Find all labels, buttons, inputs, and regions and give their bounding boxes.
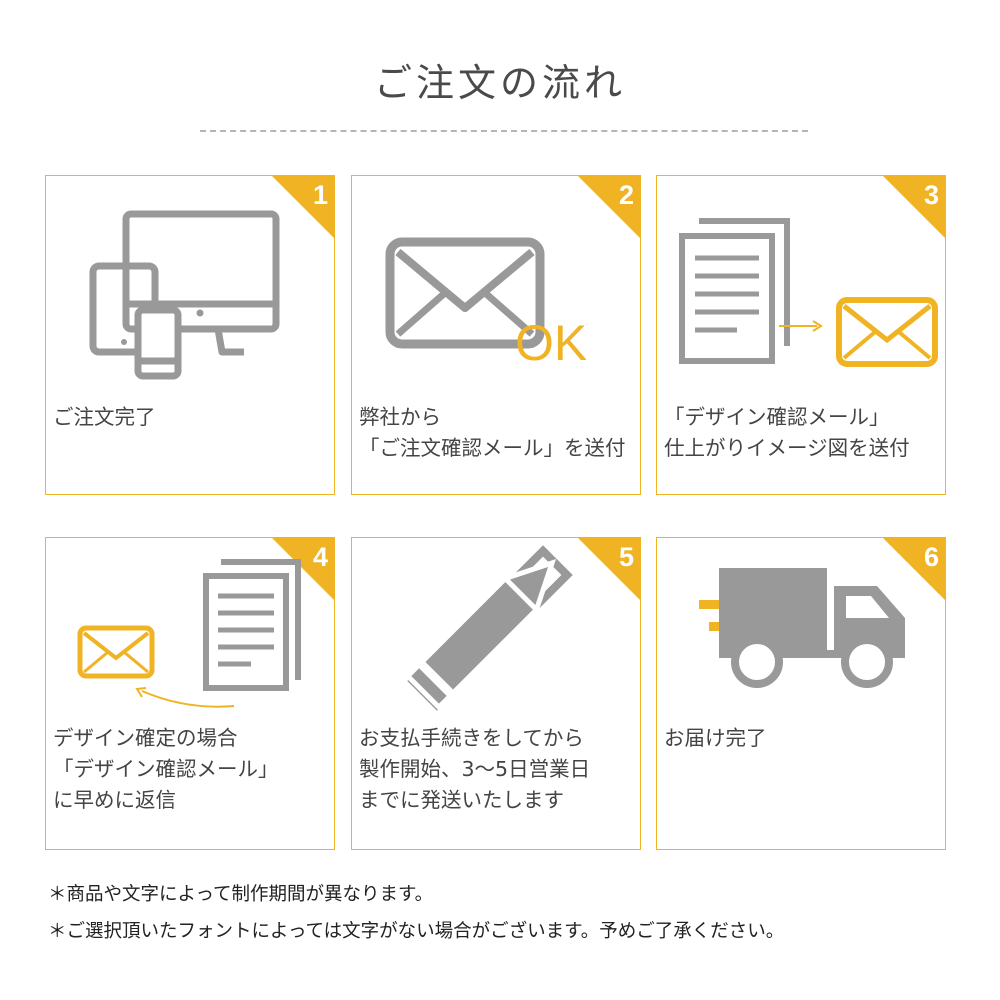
mail-ok-icon: OK — [385, 237, 587, 371]
devices-icon — [89, 210, 280, 380]
step-text-line: 「デザイン確認メール」 — [53, 757, 279, 781]
step-text-line: ご注文完了 — [53, 405, 156, 429]
step-text-line: 弊社から — [359, 405, 441, 429]
step-card-1: 1 ご注文完了 — [45, 175, 335, 495]
delivery-truck-icon — [699, 568, 905, 688]
step-card-2: 2 OK 弊社から 「ご注文確認メール」を送付 — [351, 175, 641, 495]
step-text-line: 製作開始、3〜5日営業日 — [359, 757, 591, 781]
step-card-5: 5 お支払手続きをしてから 製作開始、3〜5日営業日 までに発送いたします — [351, 537, 641, 850]
step-text-line: お届け完了 — [664, 726, 767, 750]
documents-reply-mail-icon — [77, 559, 301, 708]
step-number: 1 — [312, 180, 328, 210]
step-number: 6 — [923, 542, 939, 572]
step-card-3: 3 「デザイン確認メール」 仕上がりイメージ図を送付 — [656, 175, 946, 495]
step-number: 4 — [312, 542, 328, 572]
documents-to-mail-icon — [679, 218, 938, 367]
title-divider — [200, 130, 808, 132]
step-card-4: 4 デザイン確定の場合 「デザイン確認メール」 に早めに返信 — [45, 537, 335, 850]
step-text-line: 「ご注文確認メール」を送付 — [359, 436, 626, 460]
step-text-line: 「デザイン確認メール」 — [664, 405, 890, 429]
step-text-line: までに発送いたします — [359, 788, 564, 812]
step-text-line: お支払手続きをしてから — [359, 726, 584, 750]
pencil-ruler-icon — [404, 545, 573, 711]
step-card-6: 6 お届け完了 — [656, 537, 946, 850]
step-number: 2 — [618, 180, 634, 210]
ok-label: OK — [515, 315, 587, 371]
note-line-1: ＊商品や文字によって制作期間が異なります。 — [48, 884, 434, 905]
step-number: 3 — [923, 180, 939, 210]
step-number: 5 — [618, 542, 634, 572]
note-line-2: ＊ご選択頂いたフォントによっては文字がない場合がございます。予めご了承ください。 — [48, 921, 785, 942]
step-text-line: 仕上がりイメージ図を送付 — [664, 436, 910, 460]
step-text-line: デザイン確定の場合 — [53, 726, 238, 750]
step-text-line: に早めに返信 — [53, 788, 176, 812]
page-title: ご注文の流れ — [373, 61, 626, 105]
